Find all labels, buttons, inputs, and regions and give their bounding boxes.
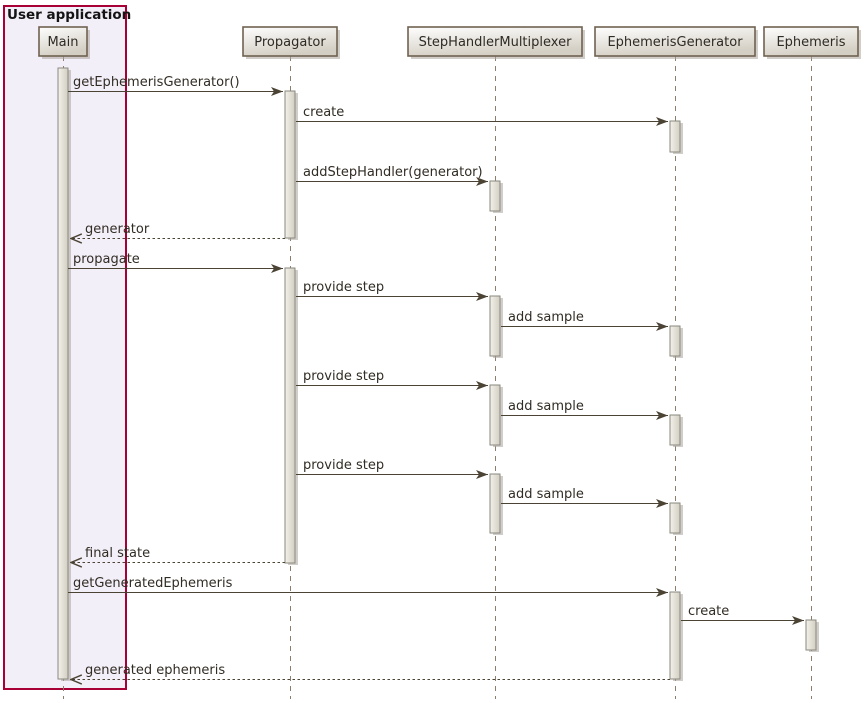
message-create-1: create — [296, 105, 668, 126]
participant-box — [594, 26, 756, 57]
participant-box — [38, 26, 88, 57]
activation-bar — [805, 619, 817, 651]
activation-step-handler-multiplexer-3 — [489, 384, 503, 447]
message-label: provide step — [303, 369, 384, 384]
activation-bar — [669, 591, 681, 680]
activation-main — [57, 67, 71, 681]
activation-bar — [669, 502, 681, 534]
activation-bar — [669, 325, 681, 357]
message-create-2: create — [681, 604, 804, 625]
message-add-step-handler: addStepHandler(generator) — [296, 165, 488, 186]
participant-propagator: Propagator — [242, 26, 340, 59]
activation-bar — [284, 90, 296, 239]
activation-ephemeris-generator-1 — [669, 120, 683, 154]
message-propagate: propagate — [68, 252, 283, 273]
activation-bar — [489, 180, 501, 212]
message-label: generated ephemeris — [85, 663, 225, 678]
activation-step-handler-multiplexer-1 — [489, 180, 503, 213]
message-label: create — [303, 105, 344, 120]
message-add-sample-3: add sample — [501, 487, 668, 508]
message-label: provide step — [303, 458, 384, 473]
message-label: addStepHandler(generator) — [303, 165, 483, 180]
message-label: create — [688, 604, 729, 619]
participant-step-handler-multiplexer: StepHandlerMultiplexer — [407, 26, 585, 59]
participant-label: StepHandlerMultiplexer — [419, 35, 572, 50]
participant-label: Propagator — [254, 35, 326, 50]
activation-step-handler-multiplexer-4 — [489, 473, 503, 535]
frame-title: User application — [7, 7, 131, 23]
participant-box — [242, 26, 338, 57]
message-return-final-state: final state — [71, 546, 285, 563]
activation-ephemeris-generator-2 — [669, 325, 683, 358]
participant-box — [407, 26, 583, 57]
participant-label: Ephemeris — [776, 35, 845, 50]
message-provide-step-2: provide step — [296, 369, 488, 390]
message-get-ephemeris-generator: getEphemerisGenerator() — [68, 75, 283, 96]
activation-bar — [669, 120, 681, 153]
message-label: final state — [85, 546, 150, 561]
message-provide-step-3: provide step — [296, 458, 488, 479]
activation-bar — [284, 267, 296, 564]
activation-bar — [489, 295, 501, 357]
message-label: getEphemerisGenerator() — [73, 75, 240, 90]
activation-ephemeris-1 — [805, 619, 819, 652]
message-add-sample-2: add sample — [501, 399, 668, 420]
participant-label: Main — [47, 35, 78, 50]
message-label: add sample — [508, 399, 584, 414]
message-label: add sample — [508, 487, 584, 502]
message-label: add sample — [508, 310, 584, 325]
message-provide-step-1: provide step — [296, 280, 488, 301]
participant-box — [763, 26, 859, 57]
participant-label: EphemerisGenerator — [607, 35, 743, 50]
activation-ephemeris-generator-5 — [669, 591, 683, 681]
participant-ephemeris: Ephemeris — [763, 26, 861, 59]
activation-ephemeris-generator-3 — [669, 414, 683, 447]
message-return-generator: generator — [71, 222, 285, 239]
activation-bar — [57, 67, 69, 680]
message-label: generator — [85, 222, 150, 237]
activation-bar — [489, 384, 501, 446]
activation-step-handler-multiplexer-2 — [489, 295, 503, 358]
message-return-generated-ephemeris: generated ephemeris — [71, 663, 670, 680]
activation-bar — [489, 473, 501, 534]
message-label: propagate — [73, 252, 140, 267]
message-label: getGeneratedEphemeris — [73, 576, 233, 591]
activation-propagator-1 — [284, 90, 298, 240]
message-label: provide step — [303, 280, 384, 295]
activation-bar — [669, 414, 681, 446]
activation-ephemeris-generator-4 — [669, 502, 683, 535]
participant-main: Main — [38, 26, 90, 59]
participant-ephemeris-generator: EphemerisGenerator — [594, 26, 758, 59]
message-add-sample-1: add sample — [501, 310, 668, 331]
message-get-generated-ephemeris: getGeneratedEphemeris — [68, 576, 668, 597]
activation-propagator-2 — [284, 267, 298, 565]
